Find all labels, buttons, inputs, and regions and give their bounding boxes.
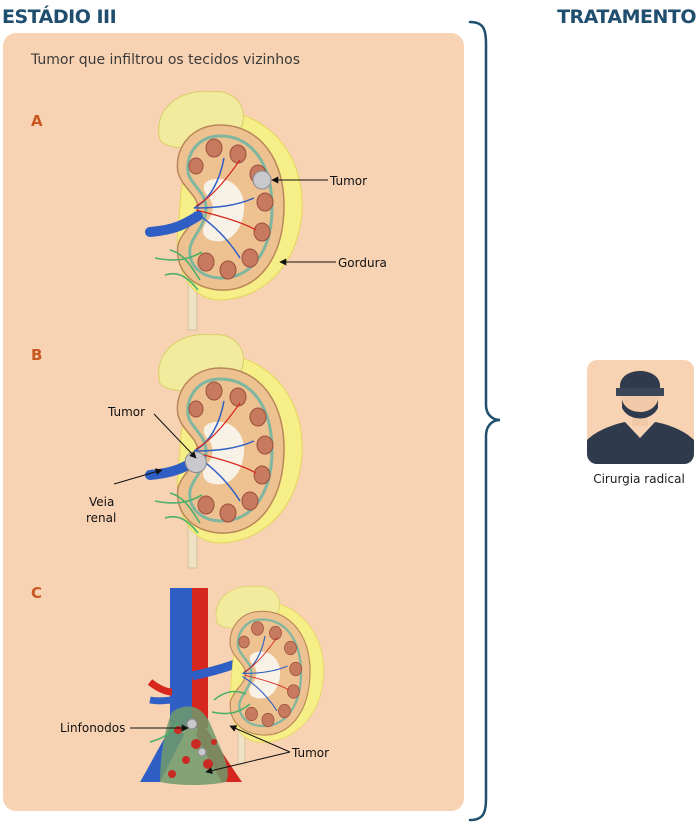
kidney-a: [145, 90, 304, 331]
label-a-fat: Gordura: [338, 256, 387, 270]
stage-title: ESTÁDIO III: [2, 6, 117, 28]
panel-subtitle: Tumor que infiltrou os tecidos vizinhos: [31, 52, 301, 68]
section-letter-b: B: [31, 346, 43, 364]
treatment-card: [587, 360, 694, 464]
label-a-tumor: Tumor: [329, 174, 367, 188]
label-c-tumor: Tumor: [291, 746, 329, 760]
bracket: [468, 20, 501, 822]
surgeon-icon: [587, 370, 694, 464]
treatment-title: TRATAMENTO: [557, 6, 696, 28]
label-b-tumor: Tumor: [107, 405, 145, 419]
kidney-b: [145, 333, 304, 569]
label-b-vein-line1: Veia: [89, 495, 114, 509]
label-c-lymph-nodes: Linfonodos: [60, 721, 125, 735]
label-b-vein-line2: renal: [86, 511, 116, 525]
treatment-label: Cirurgia radical: [593, 472, 685, 486]
section-letter-c: C: [31, 584, 43, 602]
section-letter-a: A: [31, 112, 43, 130]
kidney-c: [140, 585, 325, 785]
